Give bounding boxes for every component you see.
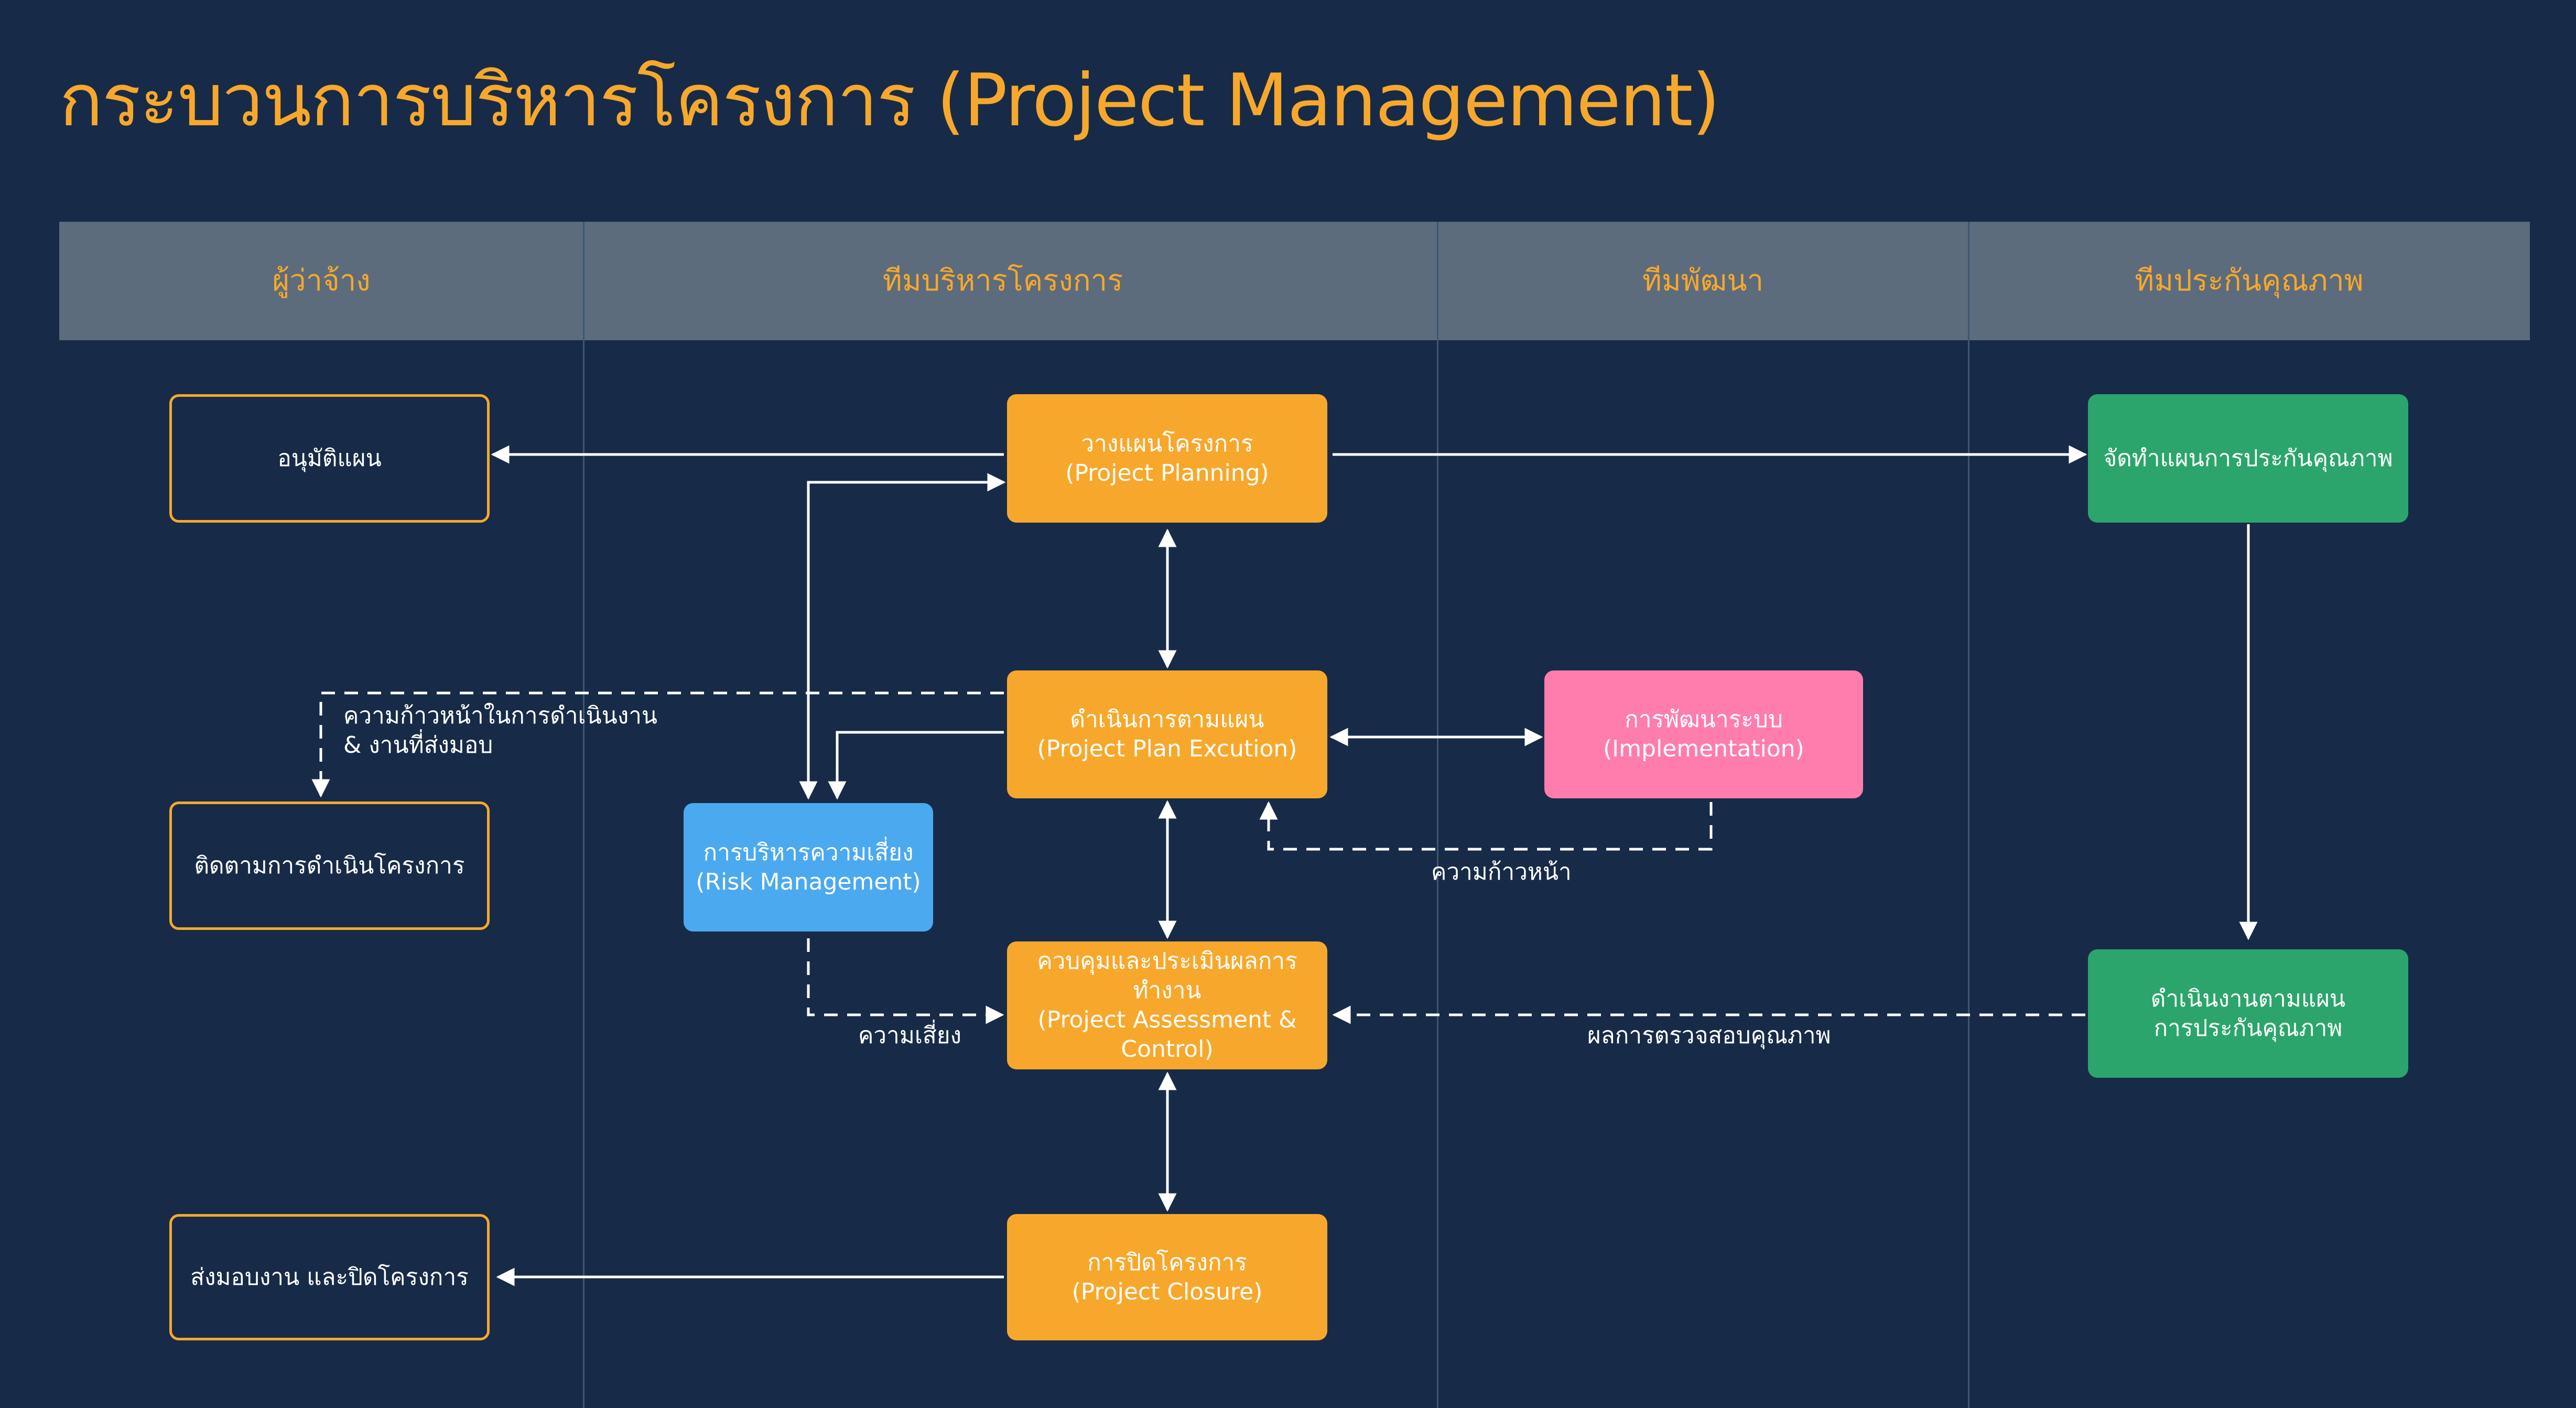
edge-execution-to-risk xyxy=(828,731,1004,800)
node-project-assessment[interactable]: ควบคุมและประเมินผลการทำงาน(Project Asses… xyxy=(1007,941,1327,1069)
node-label: จัดทำแผนการประกันคุณภาพ xyxy=(2103,445,2393,472)
lane-client: ผู้ว่าจ้าง xyxy=(272,264,371,298)
node-label: การบริหารความเสี่ยง xyxy=(703,839,914,866)
node-sublabel: การประกันคุณภาพ xyxy=(2153,1014,2343,1042)
node-monitor-project[interactable]: ติดตามการดำเนินโครงการ xyxy=(169,802,490,930)
node-label: ติดตามการดำเนินโครงการ xyxy=(194,852,465,879)
edge-label-progress: ความก้าวหน้า xyxy=(1431,859,1572,885)
lane-project-management-team: ทีมบริหารโครงการ xyxy=(882,264,1123,298)
node-sublabel: (Project Planning) xyxy=(1065,459,1269,486)
lane-divider xyxy=(583,222,585,1408)
node-label: ดำเนินการตามแผน xyxy=(1070,706,1264,733)
edge-implementation-to-execution xyxy=(1259,801,1713,851)
lane-development-team: ทีมพัฒนา xyxy=(1642,264,1764,298)
node-implementation[interactable]: การพัฒนาระบบ(Implementation) xyxy=(1544,670,1863,798)
edge-label-risk: ความเสี่ยง xyxy=(858,1022,962,1049)
node-label: การปิดโครงการ xyxy=(1087,1249,1247,1276)
edge-label-qa-results: ผลการตรวจสอบคุณภาพ xyxy=(1587,1022,1831,1049)
node-risk-management[interactable]: การบริหารความเสี่ยง(Risk Management) xyxy=(684,803,933,932)
node-approve-plan[interactable]: อนุมัติแผน xyxy=(169,394,490,523)
node-label: ควบคุมและประเมินผลการทำงาน xyxy=(1037,948,1297,1004)
node-label: ส่งมอบงาน และปิดโครงการ xyxy=(190,1263,469,1291)
node-qa-execution[interactable]: ดำเนินงานตามแผนการประกันคุณภาพ xyxy=(2088,949,2408,1078)
node-sublabel: Control) xyxy=(1121,1036,1214,1063)
node-delivery-close[interactable]: ส่งมอบงาน และปิดโครงการ xyxy=(169,1214,490,1340)
node-qa-plan[interactable]: จัดทำแผนการประกันคุณภาพ xyxy=(2088,394,2408,523)
node-sublabel: (Project Closure) xyxy=(1071,1278,1263,1305)
lane-divider xyxy=(1968,222,1969,1408)
node-sublabel: (Project Assessment & xyxy=(1037,1006,1297,1033)
node-project-closure[interactable]: การปิดโครงการ(Project Closure) xyxy=(1007,1214,1327,1340)
swimlane-header xyxy=(59,222,2530,340)
node-sublabel: (Implementation) xyxy=(1603,735,1804,762)
node-label: อนุมัติแผน xyxy=(277,445,382,472)
node-sublabel: (Project Plan Excution) xyxy=(1037,735,1297,762)
edge-label-progress-deliverables: ความก้าวหน้าในการดำเนินงาน & งานที่ส่งมอ… xyxy=(343,702,657,759)
lane-qa-team: ทีมประกันคุณภาพ xyxy=(2135,264,2364,298)
node-label: วางแผนโครงการ xyxy=(1081,430,1253,457)
lane-divider xyxy=(1437,222,1438,1408)
page-title: กระบวนการบริหารโครงการ (Project Manageme… xyxy=(59,58,1720,143)
node-project-planning[interactable]: วางแผนโครงการ(Project Planning) xyxy=(1007,394,1327,523)
edge-risk-to-assessment xyxy=(807,938,1004,1024)
node-label: ดำเนินงานตามแผน xyxy=(2150,985,2346,1012)
node-sublabel: (Risk Management) xyxy=(696,868,921,895)
node-project-execution[interactable]: ดำเนินการตามแผน(Project Plan Excution) xyxy=(1007,670,1327,798)
edge-execution-to-monitor xyxy=(311,691,1004,798)
node-label: การพัฒนาระบบ xyxy=(1625,706,1783,733)
